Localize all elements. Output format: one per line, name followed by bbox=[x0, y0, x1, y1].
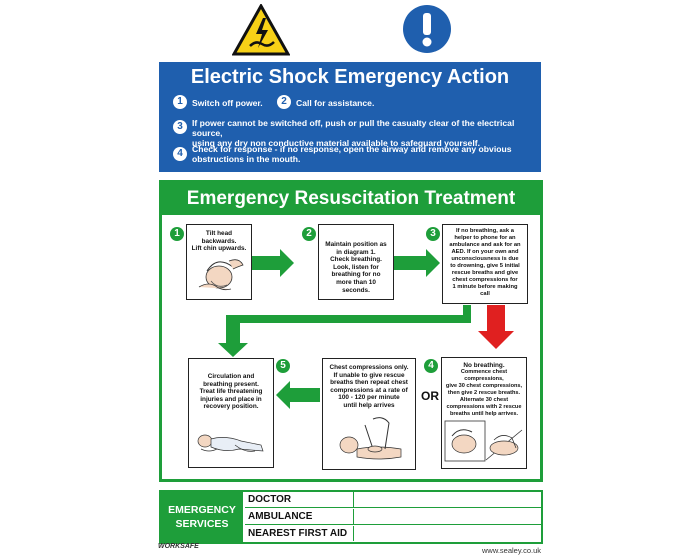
step-text-line: unconsciousness is due bbox=[451, 256, 519, 262]
step-text-line: in diagram 1. bbox=[336, 248, 376, 256]
electric-shock-panel: Electric Shock Emergency Action 1 Switch… bbox=[159, 62, 541, 172]
ambulance-field[interactable] bbox=[353, 509, 541, 524]
step-text-line: Tilt head backwards. bbox=[201, 230, 237, 245]
step-number-3: 3 bbox=[426, 227, 440, 241]
services-label-line2: SERVICES bbox=[175, 518, 229, 530]
step-number-4: 4 bbox=[424, 359, 438, 373]
step-text-line: chest compressions for bbox=[452, 277, 518, 283]
step-2-text: Maintain position as in diagram 1. Check… bbox=[321, 241, 391, 294]
shock-step-4-line2: obstructions in the mouth. bbox=[192, 154, 301, 164]
step-text-line: breathing for no bbox=[331, 271, 381, 279]
step-text-line: helper to phone for an bbox=[454, 235, 516, 241]
doctor-field[interactable] bbox=[353, 492, 541, 507]
shock-step-1-text: Switch off power. bbox=[192, 98, 263, 108]
electric-shock-warning-icon bbox=[232, 4, 290, 56]
service-label: AMBULANCE bbox=[248, 511, 313, 522]
service-row-ambulance: AMBULANCE bbox=[245, 509, 541, 525]
arrow-right-icon bbox=[246, 249, 294, 277]
rescue-breaths-illustration-icon bbox=[444, 420, 523, 462]
step-text-line: Circulation and bbox=[207, 373, 255, 380]
step-text-line: 1 minute before making bbox=[452, 284, 518, 290]
shock-step-4-text: Check for response - if no response, ope… bbox=[192, 144, 537, 164]
shock-step-3-line2: using any dry non conductive material av… bbox=[192, 138, 480, 148]
or-label: OR bbox=[421, 389, 439, 403]
arrow-right-icon bbox=[394, 249, 440, 277]
step-text-line: injuries and place in bbox=[200, 395, 262, 403]
flow-arrows bbox=[218, 249, 514, 409]
step-number-1: 1 bbox=[170, 227, 184, 241]
step-text-line: call bbox=[480, 291, 490, 297]
step-text-line: seconds. bbox=[342, 286, 370, 294]
emergency-services-label: EMERGENCY SERVICES bbox=[161, 492, 243, 542]
step-text-line: 100 - 120 per minute bbox=[338, 394, 400, 402]
service-row-doctor: DOCTOR bbox=[245, 492, 541, 508]
step-text-line: breathing present. bbox=[203, 380, 259, 388]
step-3-text: If no breathing, ask a helper to phone f… bbox=[444, 228, 526, 298]
step-text-line: recovery position. bbox=[203, 403, 259, 411]
step-5-text: Circulation and breathing present. Treat… bbox=[190, 373, 272, 411]
step-text-line: breaths then repeat chest bbox=[330, 379, 408, 387]
first-aid-field[interactable] bbox=[353, 526, 541, 541]
emergency-services-table: EMERGENCY SERVICES DOCTOR AMBULANCE NEAR… bbox=[159, 490, 543, 544]
step-text-line: rescue breaths and give bbox=[451, 270, 519, 276]
step-text-line: compressions with 2 rescue bbox=[446, 404, 522, 410]
step-text-line: until help arrives bbox=[343, 401, 395, 409]
step-text-line: Maintain position as bbox=[325, 241, 387, 248]
step-number-1: 1 bbox=[173, 95, 187, 109]
step-number-5: 5 bbox=[276, 359, 290, 373]
service-label: NEAREST FIRST AID bbox=[248, 528, 348, 539]
resuscitation-panel-title: Emergency Resuscitation Treatment bbox=[162, 183, 540, 215]
step-text-line: breaths until help arrives. bbox=[449, 411, 519, 417]
step-text-line: Chest compressions only. bbox=[329, 364, 409, 371]
worksafe-logo: WORKSAFE bbox=[158, 543, 199, 550]
step-text-line: No breathing. bbox=[463, 362, 505, 369]
website-link[interactable]: www.sealey.co.uk bbox=[482, 546, 542, 555]
step-4-text: No breathing. Commence chest compression… bbox=[443, 362, 525, 418]
step-5-box: Circulation and breathing present. Treat… bbox=[188, 358, 274, 468]
step-text-line: give 30 chest compressions, bbox=[445, 383, 523, 389]
services-label-line1: EMERGENCY bbox=[168, 504, 236, 516]
step-text-line: ambulance and ask for an bbox=[449, 242, 521, 248]
step-4b-box: Chest compressions only. If unable to gi… bbox=[322, 358, 416, 470]
arrow-down-red-icon bbox=[478, 305, 514, 349]
step-text-line: compressions at a rate of bbox=[330, 386, 408, 394]
step-number-3: 3 bbox=[173, 120, 187, 134]
step-2-box: Maintain position as in diagram 1. Check… bbox=[318, 224, 394, 300]
step-text-line: AED. If on your own and bbox=[451, 249, 519, 255]
step-text-line: Look, listen for bbox=[333, 263, 379, 271]
service-row-first-aid: NEAREST FIRST AID bbox=[245, 526, 541, 542]
shock-step-2-text: Call for assistance. bbox=[296, 98, 375, 108]
service-label: DOCTOR bbox=[248, 494, 292, 505]
step-3-box: If no breathing, ask a helper to phone f… bbox=[442, 224, 528, 304]
step-number-2: 2 bbox=[302, 227, 316, 241]
step-number-2: 2 bbox=[277, 95, 291, 109]
head-tilt-illustration-icon bbox=[198, 259, 244, 291]
recovery-position-illustration-icon bbox=[197, 434, 264, 452]
step-text-line: then give 2 rescue breaths. bbox=[447, 390, 521, 396]
step-text-line: compressions, bbox=[464, 376, 504, 382]
step-4-box: No breathing. Commence chest compression… bbox=[441, 357, 527, 469]
arrow-left-icon bbox=[276, 381, 320, 409]
shock-step-3-text: If power cannot be switched off, push or… bbox=[192, 118, 537, 148]
step-text-line: Lift chin upwards. bbox=[191, 245, 247, 253]
step-text-line: to drowning, give 5 initial bbox=[450, 263, 520, 269]
step-text-line: Treat life threatening bbox=[199, 388, 263, 396]
step-4b-text: Chest compressions only. If unable to gi… bbox=[324, 364, 414, 410]
step-text-line: more than 10 bbox=[336, 278, 376, 286]
step-text-line: Alternate 30 chest bbox=[459, 397, 509, 403]
shock-step-4-line1: Check for response - if no response, ope… bbox=[192, 144, 512, 154]
step-text-line: If unable to give rescue bbox=[333, 371, 405, 379]
mandatory-exclamation-icon bbox=[403, 5, 451, 53]
resuscitation-panel: Emergency Resuscitation Treatment 1 Tilt… bbox=[159, 180, 543, 482]
shock-step-3-line1: If power cannot be switched off, push or… bbox=[192, 118, 515, 138]
chest-compressions-illustration-icon bbox=[339, 417, 402, 460]
arrow-loop-icon bbox=[218, 305, 471, 357]
step-1-box: Tilt head backwards. Lift chin upwards. bbox=[186, 224, 252, 300]
step-1-text: Tilt head backwards. Lift chin upwards. bbox=[189, 230, 249, 253]
shock-panel-title: Electric Shock Emergency Action bbox=[190, 66, 510, 88]
step-number-4: 4 bbox=[173, 147, 187, 161]
step-text-line: If no breathing, ask a bbox=[456, 228, 514, 234]
step-text-line: Check breathing. bbox=[330, 256, 382, 264]
step-text-line: Commence chest bbox=[460, 369, 508, 375]
